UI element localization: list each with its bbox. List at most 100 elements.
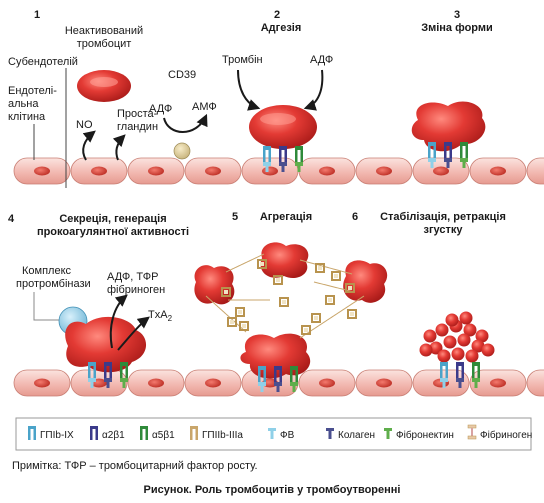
prostaglandin-arrow — [112, 134, 126, 161]
adp-arrow-panel2 — [303, 69, 324, 111]
alpha2-beta1-receptor — [456, 362, 464, 378]
fibrinogen-bridge — [235, 307, 245, 317]
no-arrow — [82, 130, 96, 161]
gp-ib-ix-receptor — [263, 146, 271, 162]
legend-item: α2β1 — [90, 426, 125, 441]
bottom-endothelial-cell — [355, 369, 413, 397]
cell-nucleus — [376, 378, 392, 388]
top-endothelial-cell — [412, 157, 470, 185]
shape-change-platelet — [411, 101, 486, 152]
legend-item: Фібриноген — [467, 424, 532, 441]
top-endothelial-cell — [13, 157, 71, 185]
gp-ib-ix-receptor — [258, 366, 266, 382]
alpha5-beta1-receptor — [472, 362, 480, 378]
alpha5-beta1-receptor — [290, 366, 298, 382]
adhesion-receptors-panel2 — [263, 146, 303, 172]
cell-nucleus — [91, 166, 107, 176]
panel-6-title-2: згустку — [423, 224, 463, 236]
inactive-platelet-highlight — [90, 77, 118, 87]
legend-item: ГПІIb-IIIa — [190, 426, 243, 441]
top-endothelial-cell — [127, 157, 185, 185]
panel-2-title: Адгезія — [261, 22, 302, 34]
gp-ib-ix-receptor — [428, 142, 436, 158]
cell-nucleus — [433, 166, 449, 176]
bottom-endothelial-cell — [127, 369, 185, 397]
fibrinogen-bridge — [347, 309, 357, 319]
top-endothelial-cell — [526, 157, 544, 185]
alpha2-beta1-receptor — [104, 362, 112, 378]
collagen-ligand — [456, 378, 464, 388]
bottom-endothelial-cell — [13, 369, 71, 397]
clot-platelet — [471, 339, 485, 353]
no-label: NO — [76, 119, 93, 131]
gp-ib-ix-receptor — [88, 362, 96, 378]
bottom-endothelial-cell — [526, 369, 544, 397]
cell-nucleus — [148, 166, 164, 176]
endothelial-cell-label-3: клітина — [8, 111, 46, 123]
fibrinogen-bridge — [227, 317, 237, 327]
footnote: Примітка: ТФР – тромбоцитарний фактор ро… — [12, 460, 258, 472]
secretion-arrow — [109, 294, 128, 349]
legend-item: Колаген — [326, 428, 375, 441]
cell-nucleus — [148, 378, 164, 388]
clot-platelet — [445, 313, 459, 327]
fibrinogen-bridge — [331, 271, 341, 281]
adhesion-receptors-panel3 — [428, 142, 468, 168]
fibrinogen-bridge — [239, 321, 249, 331]
clot-platelet — [419, 343, 433, 357]
legend-item: α5β1 — [140, 426, 175, 441]
legend-label: Фібронектин — [396, 429, 454, 441]
vwf-icon — [268, 428, 276, 439]
thrombin-label: Тромбін — [222, 54, 263, 66]
prothrombinase-pointer — [33, 292, 60, 321]
alpha2-beta1-receptor — [444, 142, 452, 158]
panel-4-number: 4 — [8, 213, 15, 225]
legend-label: Колаген — [338, 430, 375, 441]
cell-nucleus — [34, 166, 50, 176]
adp-label-panel2: АДФ — [310, 54, 333, 66]
bottom-endothelial-cell — [469, 369, 527, 397]
adp-label-panel1: АДФ — [149, 103, 172, 115]
clot-platelet — [457, 333, 471, 347]
legend-label: α2β1 — [102, 430, 125, 441]
cd39-label: CD39 — [168, 69, 196, 81]
alpha5-beta1-receptor — [120, 362, 128, 378]
fibrinogen-bridges — [205, 253, 365, 339]
endothelial-cell-label-1: Ендотелі- — [8, 85, 57, 97]
secreted-label-2: фібриноген — [107, 284, 165, 296]
fibronectin-ligand — [290, 382, 298, 392]
prostaglandin-label-2: гландин — [117, 121, 158, 133]
aggregate — [194, 242, 388, 379]
clot-platelet — [443, 335, 457, 349]
adhering-platelet-highlight — [260, 113, 296, 125]
bottom-endothelial-cell — [298, 369, 356, 397]
alpha5-beta1-icon — [140, 426, 148, 440]
thrombin-arrow — [237, 69, 261, 111]
vwf-ligand — [440, 378, 448, 388]
aggregate-platelet-right — [343, 260, 388, 303]
aggregate-platelet-top — [260, 242, 309, 279]
prostaglandin-label-1: Проста- — [117, 108, 158, 120]
inactive-platelet-label-2: тромбоцит — [77, 38, 132, 50]
clot-platelet — [429, 341, 443, 355]
clot-platelet — [463, 323, 477, 337]
collagen-icon — [326, 428, 334, 439]
fibronectin-ligand — [472, 378, 480, 388]
fibrinogen-bridge — [273, 275, 283, 285]
fibrinogen-bridge — [221, 287, 231, 297]
txa2-arrow — [117, 316, 150, 351]
top-endothelial-cell — [70, 157, 128, 185]
adhesion-receptors-panel4 — [88, 362, 128, 388]
endothelium-row-top — [13, 157, 544, 185]
legend-label: α5β1 — [152, 430, 175, 441]
alpha5-beta1-receptor — [460, 142, 468, 158]
adhesion-receptors-panel6 — [440, 362, 480, 388]
gp-iib-iiia-icon — [190, 426, 198, 440]
inactive-platelet-label-1: Неактивований — [65, 25, 143, 37]
fibrinogen-bridge — [345, 283, 355, 293]
vwf-ligand — [263, 162, 271, 172]
fibronectin-icon — [384, 428, 392, 439]
